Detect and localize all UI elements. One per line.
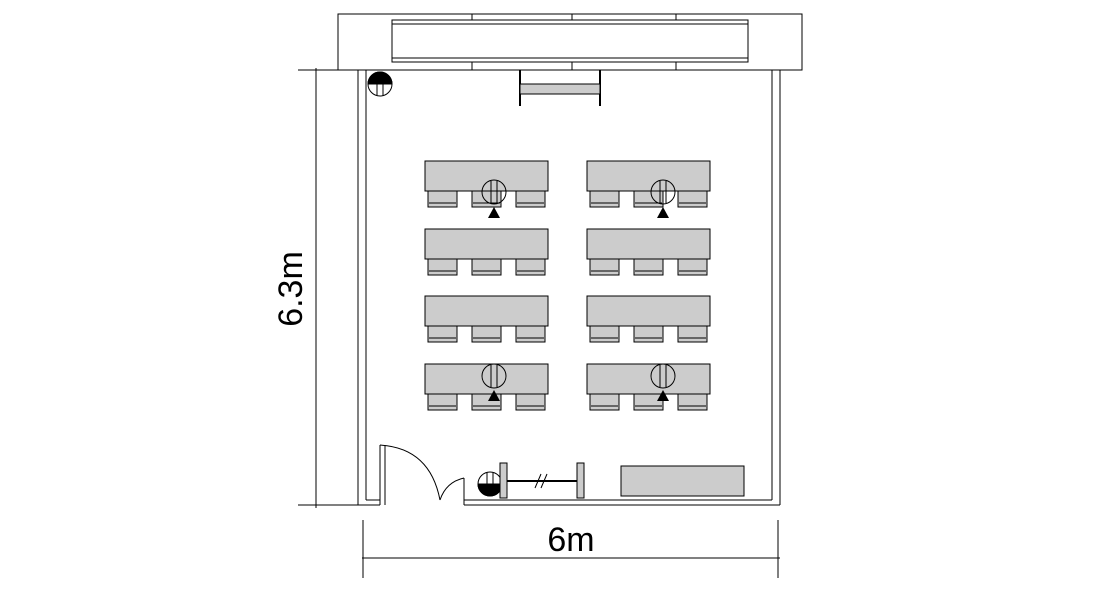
chair [471, 256, 502, 276]
chair [677, 323, 708, 343]
desk [424, 295, 549, 327]
desk [424, 363, 549, 395]
outlet-symbol [481, 363, 507, 389]
triangle-marker-icon [488, 207, 500, 218]
chair [589, 256, 620, 276]
chair [633, 323, 664, 343]
triangle-marker-icon [657, 390, 669, 401]
chair [677, 256, 708, 276]
desk [424, 228, 549, 260]
chair [677, 188, 708, 208]
chair [427, 323, 458, 343]
width-dimension-label: 6m [547, 521, 594, 559]
chair [515, 391, 546, 411]
desk [586, 363, 711, 395]
partition-rail [499, 462, 585, 499]
chair [589, 323, 620, 343]
desk-group [586, 363, 711, 411]
desk-group [586, 295, 711, 343]
entrance-door [379, 444, 465, 505]
chair [633, 256, 664, 276]
chair [589, 188, 620, 208]
desk-group [424, 228, 549, 276]
chair [515, 188, 546, 208]
chair [427, 256, 458, 276]
desk [586, 228, 711, 260]
desk-group [424, 160, 549, 208]
chair [589, 391, 620, 411]
chair [427, 391, 458, 411]
chair [677, 391, 708, 411]
width-dimension-line [362, 520, 780, 578]
desk [586, 160, 711, 192]
desk-group [586, 160, 711, 208]
chair [633, 188, 664, 208]
room-walls [357, 70, 781, 506]
side-cabinet [620, 465, 745, 497]
desk-group [586, 228, 711, 276]
chair [427, 188, 458, 208]
desk [424, 160, 549, 192]
outlet-symbol [650, 363, 676, 389]
desk-group [424, 363, 549, 411]
chair [515, 256, 546, 276]
desk [586, 295, 711, 327]
height-dimension-label: 6.3m [272, 251, 310, 327]
height-dimension-line [298, 68, 358, 508]
desk-outlets [481, 179, 676, 401]
outlet-symbol [650, 179, 676, 205]
desk-layer [424, 160, 711, 411]
wall-outlet-bottom [477, 471, 503, 497]
desk-group [424, 295, 549, 343]
chair [515, 323, 546, 343]
triangle-marker-icon [488, 390, 500, 401]
whiteboard [519, 70, 601, 106]
wall-outlet-top-left [367, 71, 393, 97]
window-structure [337, 13, 803, 71]
chair [471, 323, 502, 343]
outlet-symbol [481, 179, 507, 205]
triangle-marker-icon [657, 207, 669, 218]
